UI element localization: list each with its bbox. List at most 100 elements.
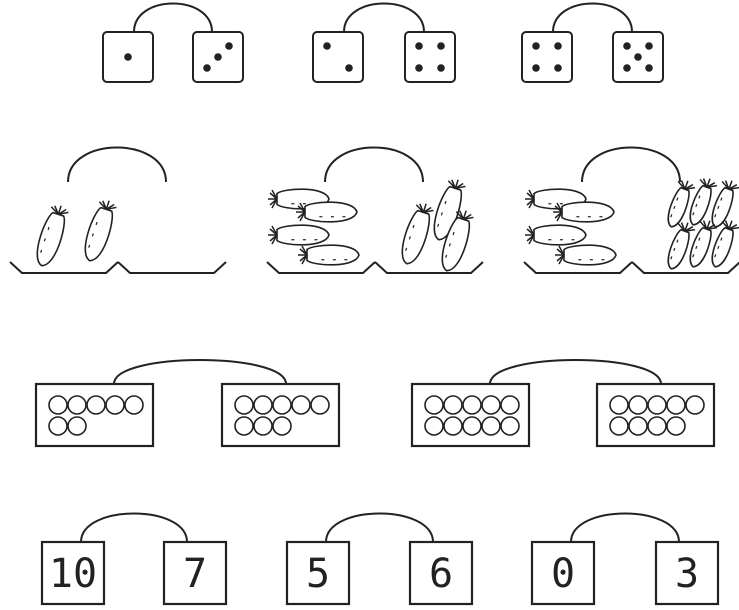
die-pip <box>554 42 562 50</box>
counter-circle-icon <box>686 396 704 414</box>
counter-circle-icon <box>49 417 67 435</box>
counter-circle-icon <box>648 396 666 414</box>
carrot-body <box>32 211 68 269</box>
die-face-icon <box>613 32 663 82</box>
connector-arc <box>68 148 166 183</box>
counter-circle-icon <box>610 396 628 414</box>
die-pip <box>554 64 562 72</box>
counter-circle-icon <box>254 396 272 414</box>
counter-circle-icon <box>106 396 124 414</box>
die-pip <box>124 53 132 61</box>
number-label: 5 <box>306 551 330 597</box>
carrot-body <box>708 227 736 270</box>
carrot-leaves <box>268 190 277 208</box>
counter-circle-icon <box>463 417 481 435</box>
counter-circle-icon <box>444 396 462 414</box>
counter-circle-icon <box>311 396 329 414</box>
ten-frame-pair <box>36 360 339 446</box>
carrot-leaves <box>298 246 307 264</box>
die-pip <box>532 64 540 72</box>
carrot-icon <box>397 201 436 267</box>
counter-circle-icon <box>610 417 628 435</box>
carrot-leaves <box>525 190 534 208</box>
counter-circle-icon <box>68 396 86 414</box>
counter-circle-icon <box>273 396 291 414</box>
counter-circle-icon <box>425 417 443 435</box>
number-label: 3 <box>675 551 699 597</box>
die-pip <box>634 53 642 61</box>
dice-row <box>103 4 663 83</box>
die-pip <box>323 42 331 50</box>
carrot-icon <box>80 198 119 264</box>
carrot-icon <box>32 203 71 269</box>
ten-frame-outline <box>597 384 714 446</box>
carrot-body <box>686 227 714 270</box>
die-pip <box>437 42 445 50</box>
die-pip <box>645 42 653 50</box>
die-outline <box>313 32 363 82</box>
die-pip <box>415 64 423 72</box>
counter-circle-icon <box>648 417 666 435</box>
dice-pair <box>522 4 663 83</box>
ten-frame-outline <box>412 384 529 446</box>
die-face-icon <box>522 32 572 82</box>
counter-circle-icon <box>49 396 67 414</box>
die-pip <box>623 42 631 50</box>
carrot-body <box>307 245 359 265</box>
carrot-icon <box>555 245 616 265</box>
carrot-leaves <box>555 246 564 264</box>
die-face-icon <box>405 32 455 82</box>
die-outline <box>405 32 455 82</box>
counter-circle-icon <box>444 417 462 435</box>
carrot-body <box>80 206 116 264</box>
carrot-body <box>562 202 614 222</box>
number-label: 7 <box>183 551 207 597</box>
die-pip <box>225 42 233 50</box>
tray-icon <box>375 262 483 273</box>
counter-circle-icon <box>235 417 253 435</box>
ten-frame <box>222 384 339 446</box>
counter-circle-icon <box>629 396 647 414</box>
carrot-body <box>277 225 329 245</box>
ten-frame-outline <box>222 384 339 446</box>
tray-icon <box>10 262 118 273</box>
ten-frame-pair <box>412 360 714 446</box>
dice-pair <box>103 4 243 83</box>
connector-arc <box>325 148 423 183</box>
carrot-row <box>10 148 739 274</box>
carrot-pair <box>267 148 483 274</box>
carrot-pair <box>10 148 226 274</box>
carrot-body <box>397 209 433 267</box>
counter-circle-icon <box>125 396 143 414</box>
carrot-body <box>305 202 357 222</box>
connector-arc <box>344 4 424 33</box>
counter-circle-icon <box>629 417 647 435</box>
connector-arc <box>114 360 286 384</box>
number-label: 6 <box>429 551 453 597</box>
counter-circle-icon <box>501 417 519 435</box>
die-pip <box>437 64 445 72</box>
counter-circle-icon <box>292 396 310 414</box>
die-pip <box>645 64 653 72</box>
counter-circle-icon <box>482 417 500 435</box>
carrot-icon <box>298 245 359 265</box>
carrot-leaves <box>268 226 277 244</box>
counter-circle-icon <box>463 396 481 414</box>
counter-circle-icon <box>235 396 253 414</box>
counter-circle-icon <box>273 417 291 435</box>
carrot-body <box>664 229 692 272</box>
counter-circle-icon <box>667 396 685 414</box>
connector-arc <box>582 148 680 183</box>
tray-icon <box>118 262 226 273</box>
ten-frame <box>36 384 153 446</box>
counter-circle-icon <box>68 417 86 435</box>
die-pip <box>415 42 423 50</box>
carrot-icon <box>525 225 586 245</box>
tray-icon <box>632 262 739 273</box>
die-face-icon <box>193 32 243 82</box>
counter-circle-icon <box>667 417 685 435</box>
